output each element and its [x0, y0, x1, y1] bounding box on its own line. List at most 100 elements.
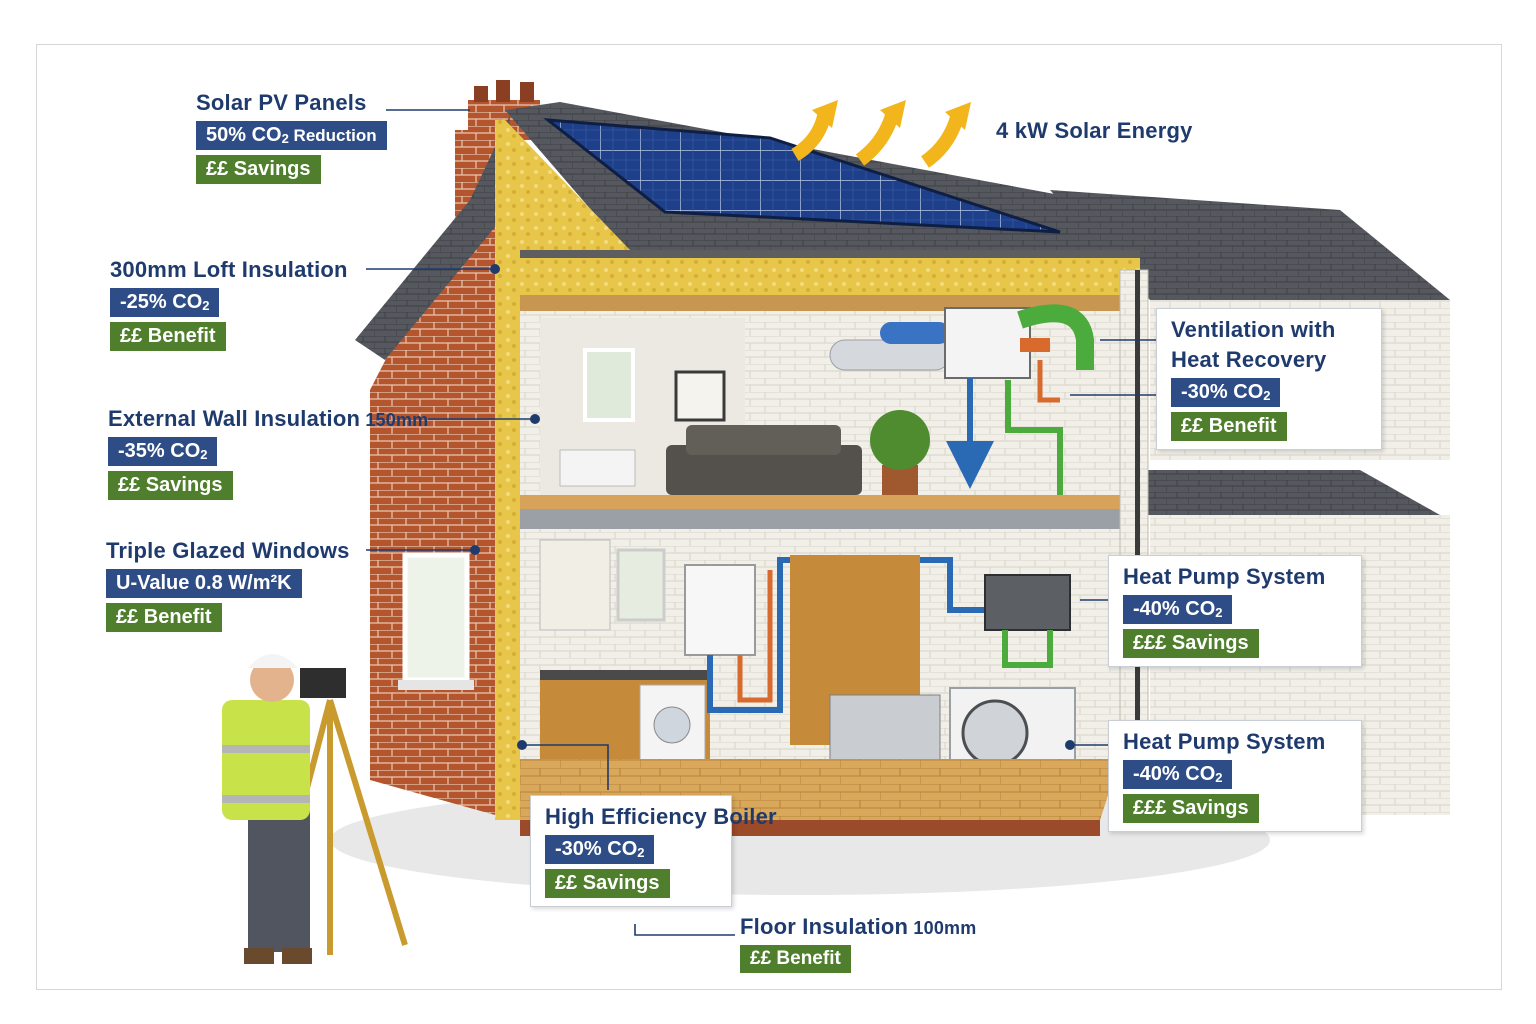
plant — [870, 410, 930, 470]
leader-lines — [366, 109, 1168, 936]
chimney-pot-2 — [496, 80, 510, 102]
windows-benefit-chip: ££ Benefit — [106, 603, 222, 632]
worktop — [540, 670, 710, 680]
green-hp-pipe — [1002, 630, 1053, 668]
solar-arrow-1 — [791, 110, 832, 162]
solar-arrow-head-3 — [945, 102, 971, 130]
ventilation-title-2: Heat Recovery — [1171, 347, 1327, 372]
solar-pv-reduction-sub: 2 — [281, 131, 289, 146]
solar-panel-array — [543, 118, 1061, 234]
ventilation-reduction: -30% CO — [1181, 381, 1264, 403]
floor-title: Floor Insulation — [740, 914, 909, 939]
loft-benefit-chip: ££ Benefit — [110, 322, 226, 351]
heat-pump-indoor-unit — [984, 574, 1071, 631]
floor-title-suffix: 100mm — [908, 918, 977, 938]
wall-reduction-sub: 2 — [200, 447, 208, 462]
sofa-back — [686, 425, 841, 455]
boiler-callout: High Efficiency Boiler -30% CO2 ££ Savin… — [530, 795, 777, 907]
solar-pv-callout: Solar PV Panels 50% CO2 Reduction ££ Sav… — [196, 90, 387, 184]
solar-pv-reduction: 50% CO — [206, 124, 282, 146]
silver-duct — [829, 339, 951, 371]
heat-pump-fan — [961, 699, 1029, 767]
windows-callout: Triple Glazed Windows U-Value 0.8 W/m²K … — [106, 538, 350, 632]
mvhr-unit — [944, 307, 1031, 379]
heat-pump-1-title: Heat Pump System — [1123, 564, 1326, 589]
heat-pump-1-reduction: -40% CO — [1133, 598, 1216, 620]
orange-heating-pipe — [737, 570, 773, 703]
heat-pump-2-title: Heat Pump System — [1123, 729, 1326, 754]
loft-title: 300mm Loft Insulation — [110, 257, 348, 282]
heat-pump-1-reduction-sub: 2 — [1215, 605, 1223, 620]
heat-pump-callout-2: Heat Pump System -40% CO2 £££ Savings — [1108, 720, 1362, 832]
leader-dots — [470, 264, 1075, 750]
solar-arrow-head-1 — [812, 100, 838, 128]
loft-insulation — [520, 255, 1140, 295]
radiator-upper — [559, 449, 636, 487]
windows-uvalue-chip: U-Value 0.8 W/m²K — [106, 569, 302, 598]
upper-floor — [520, 495, 1120, 509]
floor-title-line: Floor Insulation 100mm — [740, 914, 976, 940]
wall-insulation — [495, 250, 520, 820]
loft-callout: 300mm Loft Insulation -25% CO2 ££ Benefi… — [110, 257, 348, 351]
kitchen-cabinet — [539, 539, 611, 631]
wall-title: External Wall Insulation — [108, 406, 361, 431]
sofa — [666, 445, 862, 495]
ventilation-reduction-sub: 2 — [1263, 388, 1271, 403]
loft-reduction-sub: 2 — [202, 298, 210, 313]
green-pipe — [1005, 380, 1063, 495]
washing-machine-door — [653, 706, 691, 744]
orange-pipe — [1037, 360, 1060, 403]
wall-title-suffix: 150mm — [360, 410, 429, 430]
ventilation-benefit-chip: ££ Benefit — [1171, 412, 1287, 441]
solar-pv-reduction-chip: 50% CO2 Reduction — [196, 121, 387, 150]
solar-energy-label: 4 kW Solar Energy — [996, 118, 1193, 143]
blue-duct — [880, 322, 950, 344]
boiler-reduction-sub: 2 — [637, 845, 645, 860]
gutter-line — [520, 250, 1140, 258]
wall-reduction-chip: -35% CO2 — [108, 437, 218, 466]
ventilation-title-1: Ventilation with — [1171, 317, 1336, 342]
solar-pv-benefit-chip: ££ Savings — [196, 155, 321, 184]
heat-pump-2-reduction: -40% CO — [1133, 763, 1216, 785]
picture-frame — [674, 370, 726, 422]
solar-arrow-head-2 — [880, 100, 906, 128]
wall-callout: External Wall Insulation 150mm -35% CO2 … — [108, 406, 428, 500]
ventilation-reduction-chip: -30% CO2 — [1171, 378, 1281, 407]
boiler-reduction-chip: -30% CO2 — [545, 835, 655, 864]
ventilation-callout: Ventilation with Heat Recovery -30% CO2 … — [1156, 308, 1382, 450]
downpipe — [1135, 270, 1140, 740]
upper-window — [583, 348, 635, 422]
wall-title-line: External Wall Insulation 150mm — [108, 406, 428, 432]
windows-title: Triple Glazed Windows — [106, 538, 350, 563]
solar-arrow-3 — [920, 112, 965, 168]
heat-pump-callout-1: Heat Pump System -40% CO2 £££ Savings — [1108, 555, 1362, 667]
boiler-benefit-chip: ££ Savings — [545, 869, 670, 898]
wall-benefit-chip: ££ Savings — [108, 471, 233, 500]
surveyor — [222, 654, 408, 964]
left-roof-slope — [355, 115, 510, 360]
chimney-pot-3 — [520, 82, 534, 102]
wall-reduction: -35% CO — [118, 440, 201, 462]
kitchen-window — [616, 548, 666, 622]
chimney-pot-1 — [474, 86, 488, 102]
heat-pump-1-benefit-chip: £££ Savings — [1123, 629, 1259, 658]
boiler-title: High Efficiency Boiler — [545, 804, 777, 829]
loft-reduction: -25% CO — [120, 291, 203, 313]
floor-callout: Floor Insulation 100mm ££ Benefit — [740, 914, 976, 973]
drawing-frame — [36, 44, 1502, 990]
solar-pv-title: Solar PV Panels — [196, 90, 367, 115]
boiler-unit — [684, 564, 756, 656]
heat-pump-2-benefit-chip: £££ Savings — [1123, 794, 1259, 823]
solar-pv-reduction-suffix: Reduction — [288, 126, 377, 145]
heat-pump-2-reduction-sub: 2 — [1215, 770, 1223, 785]
neighbour-porch-roof — [1145, 470, 1440, 515]
heat-pump-1-reduction-chip: -40% CO2 — [1123, 595, 1233, 624]
loft-reduction-chip: -25% CO2 — [110, 288, 220, 317]
green-duct — [1017, 304, 1094, 370]
heat-pump-2-reduction-chip: -40% CO2 — [1123, 760, 1233, 789]
plant-pot — [882, 465, 918, 497]
ground-floor-window — [402, 552, 470, 683]
neighbour-roof — [1050, 190, 1450, 300]
floor-slab — [520, 509, 1120, 529]
